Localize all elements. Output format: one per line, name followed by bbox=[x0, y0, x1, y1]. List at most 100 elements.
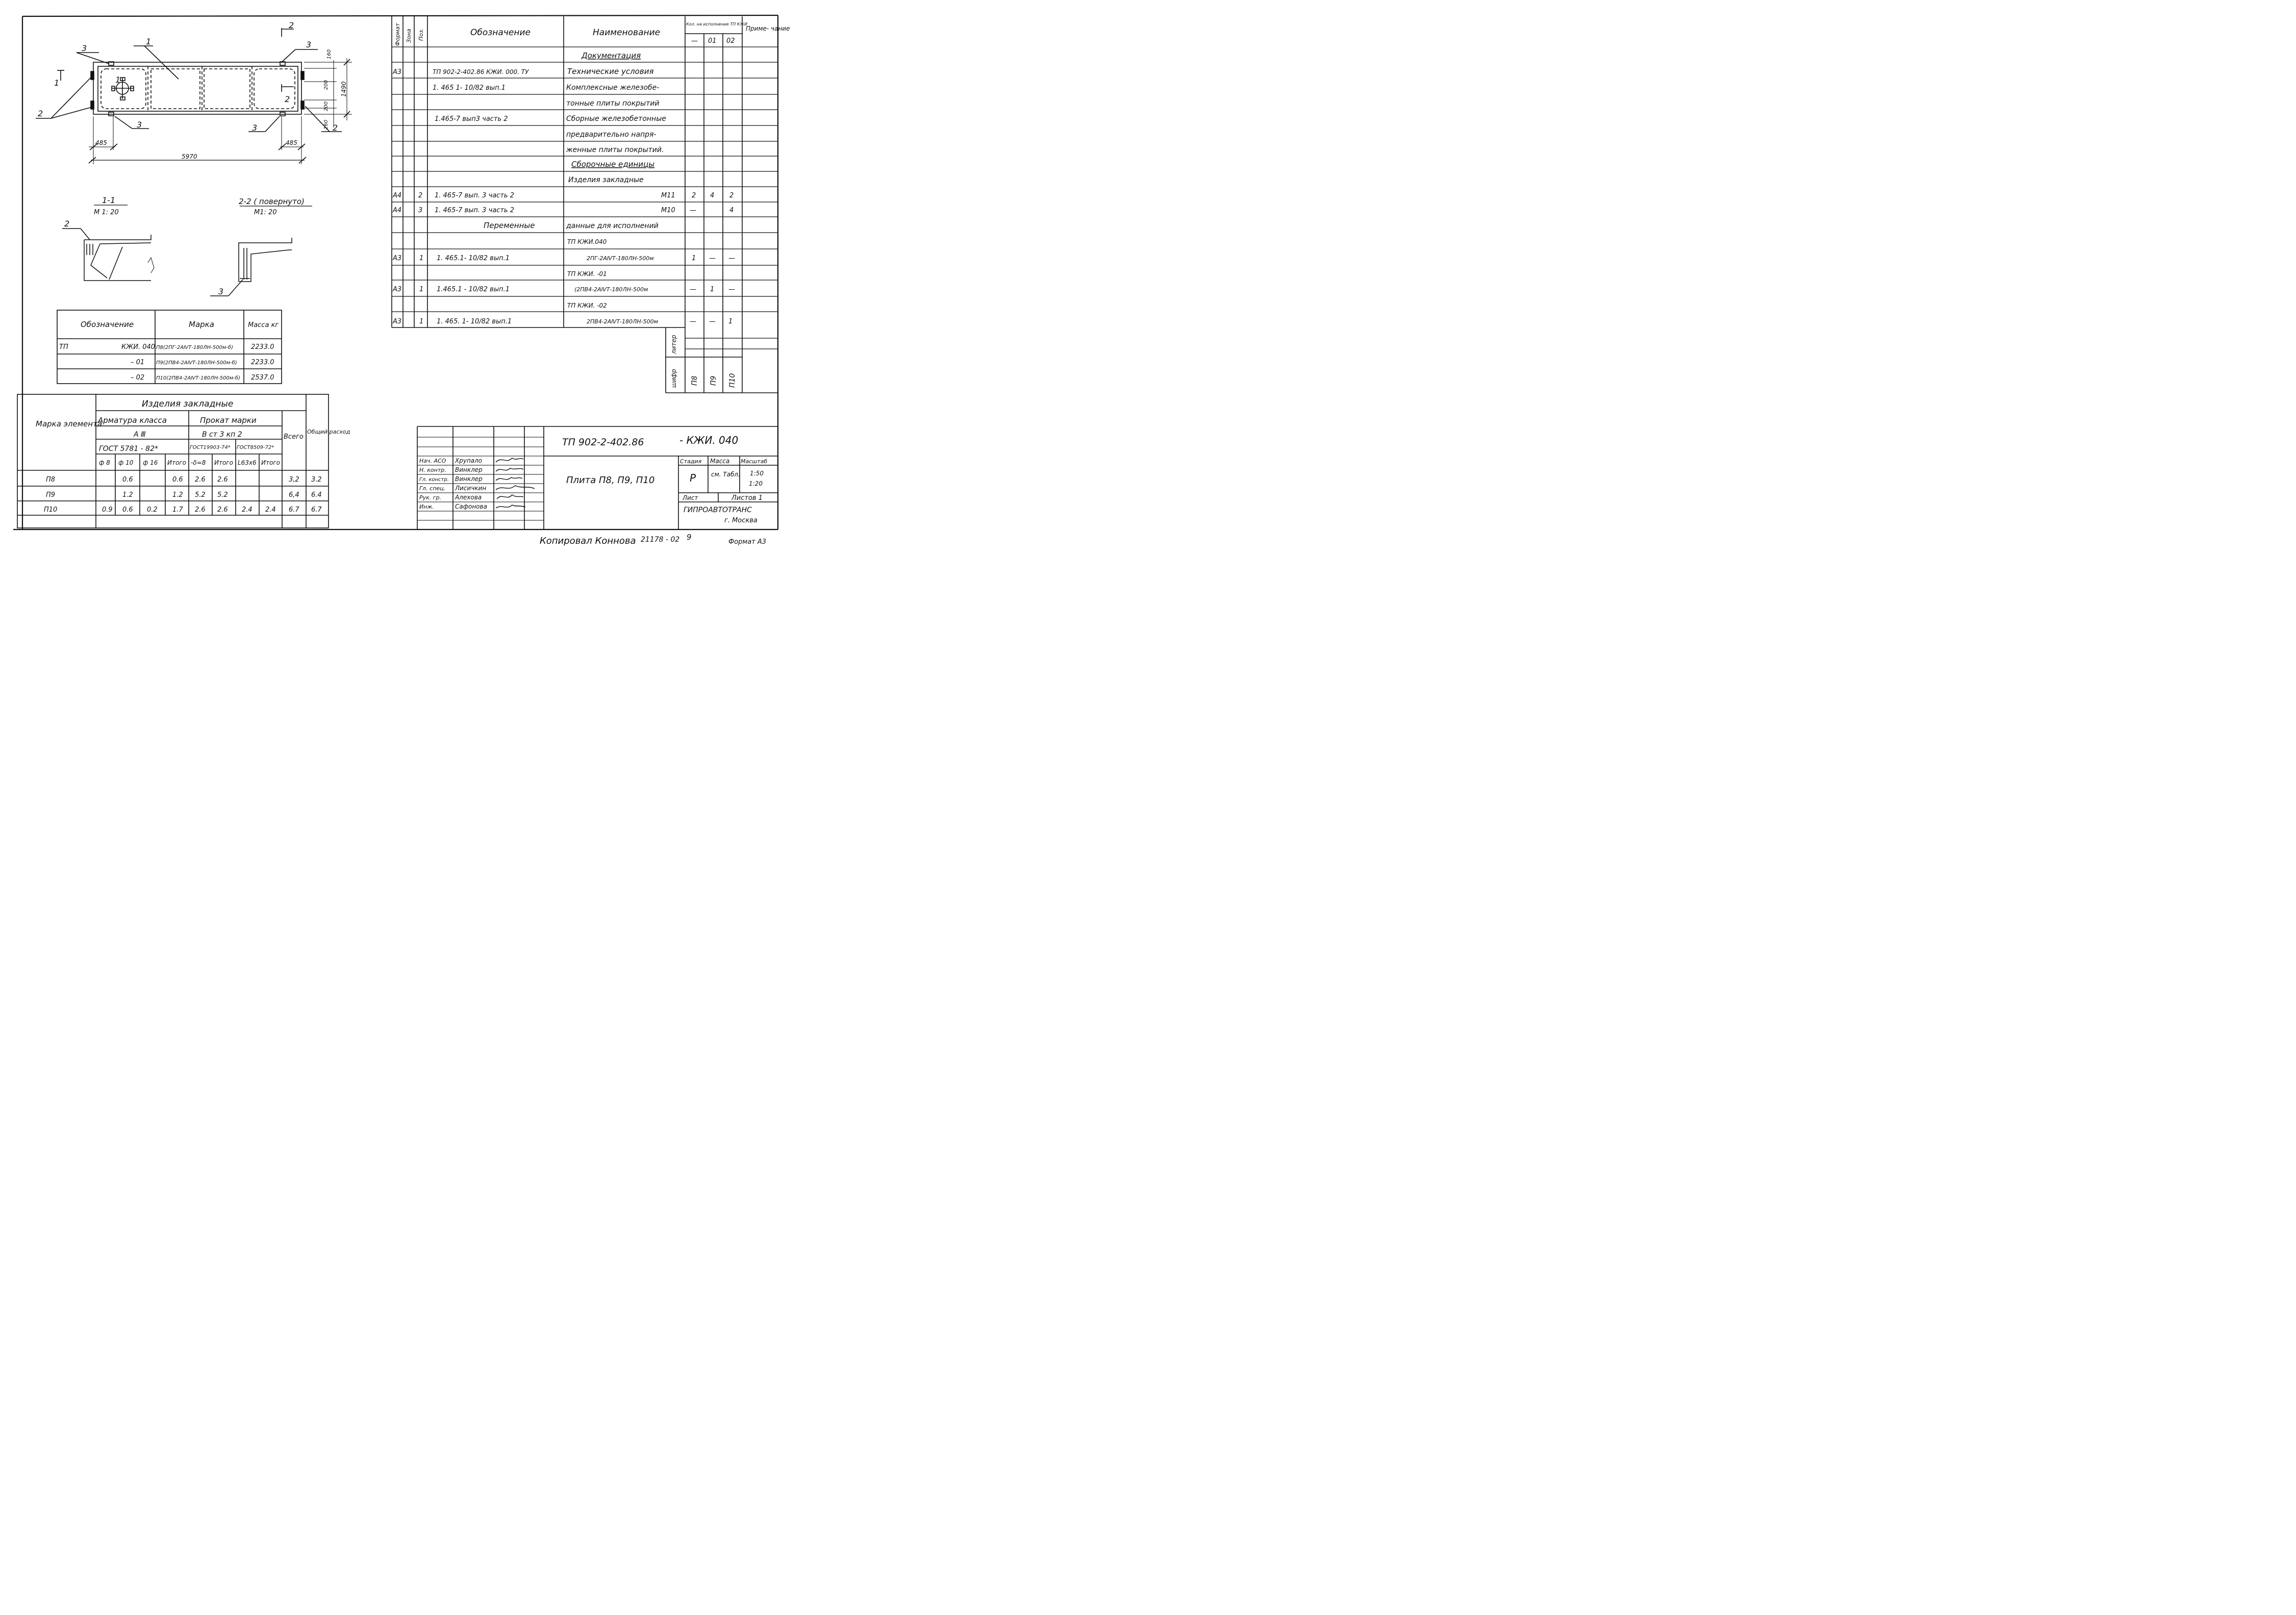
person-name: Сафонова bbox=[455, 503, 487, 510]
spec-row-name: ТП КЖИ. -02 bbox=[567, 302, 607, 309]
spec-row-format: А3 bbox=[392, 318, 401, 325]
title-scale-h: Масштаб bbox=[741, 458, 767, 465]
dim-200-b: 200 bbox=[323, 102, 329, 111]
mass-row-mark: П8(2ПГ-2АⅣТ-180ЛН-500м-б) bbox=[156, 344, 233, 350]
person-name: Хрупало bbox=[455, 457, 482, 464]
spec-row-name: предварительно напря- bbox=[566, 131, 657, 139]
callout-3-tl: 3 bbox=[82, 43, 87, 53]
section-1-callout: 2 bbox=[64, 219, 69, 229]
spec-h-qty-col: 02 bbox=[726, 37, 735, 45]
mass-row-prefix: ТП bbox=[59, 343, 68, 351]
section-2-callout: 3 bbox=[218, 287, 223, 296]
title-city: г. Москва bbox=[724, 517, 758, 524]
cell: 5.2 bbox=[217, 491, 228, 499]
footer-format: Формат А3 bbox=[728, 538, 766, 546]
section-mark-2-top: 2 bbox=[289, 20, 294, 30]
spec-row-name: Сборные железобетонные bbox=[566, 115, 666, 123]
footer-copied: Копировал Коннова bbox=[540, 536, 636, 546]
section-1-1: 1-1 М 1: 20 2 bbox=[62, 195, 155, 281]
mass-row-mark: П10(2ПВ4-2АⅣТ-180ЛН-500м-б) bbox=[156, 375, 240, 381]
embed-rebar-gost: ГОСТ 5781 - 82* bbox=[99, 445, 158, 453]
spec-row-designation: 1. 465. 1- 10/82 вып.1 bbox=[437, 318, 512, 325]
section-2-2: 2-2 ( повернуто) М1: 20 3 bbox=[210, 197, 312, 296]
spec-row-name: Комплексные железобе- bbox=[566, 84, 659, 92]
dim-total-length: 5970 bbox=[182, 153, 197, 160]
spec-cipher: П10 bbox=[728, 373, 737, 388]
footer: Копировал Коннова 21178 - 02 9 Формат А3 bbox=[540, 533, 766, 546]
sub-header: ф 10 bbox=[118, 459, 134, 466]
row-mark: П9 bbox=[46, 491, 55, 499]
spec-row-name: женные плиты покрытий. bbox=[566, 146, 664, 154]
cell: 3.2 bbox=[311, 476, 322, 484]
spec-row-name: М11 bbox=[661, 192, 675, 199]
title-stage: Р bbox=[690, 472, 696, 484]
callout-3-tr: 3 bbox=[306, 40, 311, 49]
title-scale-a: 1:50 bbox=[750, 470, 764, 477]
embed-rows: П8 0.6 0.6 2.6 2.6 3,2 3.2 П9 1.2 1.2 5.… bbox=[44, 476, 322, 514]
sheet-frame bbox=[13, 14, 779, 531]
signatures bbox=[495, 458, 535, 509]
mass-header-mark: Марка bbox=[189, 320, 214, 329]
spec-row-format: А3 bbox=[392, 286, 401, 293]
cell: 6.7 bbox=[311, 506, 322, 514]
embed-total-header: Всего bbox=[284, 433, 304, 441]
spec-row-qty: 1 bbox=[710, 286, 714, 293]
embed-subheaders: ф 8 ф 10 ф 16 Итого -δ=8 Итого L63x6 Ито… bbox=[99, 459, 280, 466]
embed-mark-header: Марка элемента bbox=[36, 419, 102, 428]
spec-row-designation: 1. 465 1- 10/82 вып.1 bbox=[433, 84, 506, 92]
dim-160-bottom: 160 bbox=[323, 120, 329, 130]
embed-rolled-grade: В ст 3 кп 2 bbox=[202, 431, 242, 439]
row-mark: П10 bbox=[44, 506, 57, 514]
embed-rebar-header: Арматура класса bbox=[97, 416, 167, 425]
spec-row-designation: 1.465-7 вып3 часть 2 bbox=[435, 115, 508, 123]
row-mark: П8 bbox=[46, 476, 55, 484]
mass-row-mass: 2233.0 bbox=[251, 359, 274, 366]
cell: 6.4 bbox=[311, 491, 322, 499]
spec-row-name: Документация bbox=[581, 51, 641, 60]
callout-2-right: 2 bbox=[333, 123, 338, 133]
spec-row-name: Технические условия bbox=[567, 67, 653, 76]
spec-h-note: Приме- чание bbox=[746, 25, 790, 32]
spec-row-lines bbox=[392, 46, 778, 349]
spec-row-name: ТП КЖИ.040 bbox=[567, 238, 607, 245]
callout-3-bl: 3 bbox=[137, 120, 142, 130]
embed-gost-a: ГОСТ19903-74* bbox=[190, 445, 231, 450]
mass-row-mass: 2233.0 bbox=[251, 343, 274, 351]
title-people: Нач. АСО Хрупало Н. контр. Винклер Гл. к… bbox=[419, 457, 487, 510]
person-name: Винклер bbox=[455, 466, 483, 473]
cell: 0.6 bbox=[122, 476, 133, 484]
embed-rolled-header: Прокат марки bbox=[200, 416, 257, 425]
embed-table: Изделия закладные Марка элемента Арматур… bbox=[17, 394, 350, 528]
mass-header-designation: Обозначение bbox=[81, 320, 134, 329]
drawing-sheet: 1 2 2 1 1 3 3 3 3 2 2 5970 485 485 1490 … bbox=[13, 14, 790, 546]
spec-row-pos: 3 bbox=[418, 207, 422, 214]
spec-row-designation: 1. 465-7 вып. 3 часть 2 bbox=[435, 207, 514, 214]
mass-table: Обозначение Марка Масса кг ТП КЖИ. 040 П… bbox=[57, 310, 282, 384]
title-sheets: Листов 1 bbox=[731, 494, 763, 502]
spec-row-format: А4 bbox=[392, 192, 401, 199]
signature bbox=[495, 477, 523, 481]
spec-row-pos: 2 bbox=[418, 192, 422, 199]
spec-row-qty: 4 bbox=[729, 207, 734, 214]
cell: 2.6 bbox=[217, 476, 228, 484]
embed-title: Изделия закладные bbox=[142, 399, 233, 409]
spec-row-qty: — bbox=[690, 286, 696, 293]
title-org: ГИПРОАВТОТРАНС bbox=[684, 506, 752, 514]
spec-row-qty: — bbox=[728, 286, 735, 293]
dim-end-right: 485 bbox=[286, 139, 297, 146]
cell: 2.4 bbox=[265, 506, 276, 514]
spec-cipher: П9 bbox=[710, 375, 718, 386]
section-2-title: 2-2 ( повернуто) bbox=[239, 197, 305, 206]
spec-row-designation: Переменные bbox=[484, 221, 535, 230]
cell: 6,4 bbox=[289, 491, 299, 499]
spec-h-zone: Зона bbox=[406, 29, 412, 43]
person-role: Рук. гр. bbox=[419, 494, 441, 501]
cell: 0.6 bbox=[122, 506, 133, 514]
person-role: Гл. констр. bbox=[419, 477, 449, 483]
mass-row-designation: – 01 bbox=[131, 359, 144, 366]
spec-table: Формат Зона Поз. Обозначение Наименовани… bbox=[391, 16, 790, 393]
title-name: Плита П8, П9, П10 bbox=[566, 475, 654, 486]
slab-outline bbox=[93, 62, 302, 115]
spec-row-format: А3 bbox=[392, 68, 401, 76]
spec-h-format: Формат bbox=[394, 23, 401, 46]
